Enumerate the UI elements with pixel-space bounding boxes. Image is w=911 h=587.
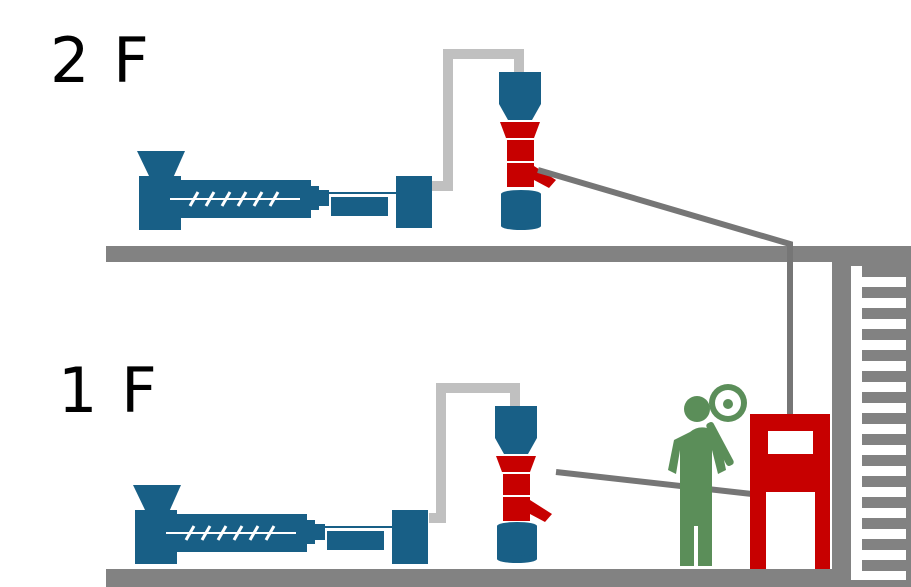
control-terminal-icon <box>750 414 830 569</box>
feed-pipe-2f <box>432 49 524 191</box>
inspector-icon <box>668 384 747 566</box>
floor-slab-2f <box>106 246 911 262</box>
floor-label-1f: 1 F <box>58 354 159 427</box>
extruder-icon <box>137 151 432 230</box>
feeder-icon <box>495 406 552 563</box>
stairs-icon <box>832 258 911 584</box>
feed-pipe-1f <box>429 383 520 523</box>
floor-slab-1f <box>106 569 911 587</box>
extruder-icon <box>133 485 428 564</box>
signal-cable-1f <box>555 469 753 497</box>
floor-label-2f: 2 F <box>50 24 151 97</box>
signal-cable-2f <box>537 167 793 416</box>
feeder-icon <box>499 72 556 230</box>
